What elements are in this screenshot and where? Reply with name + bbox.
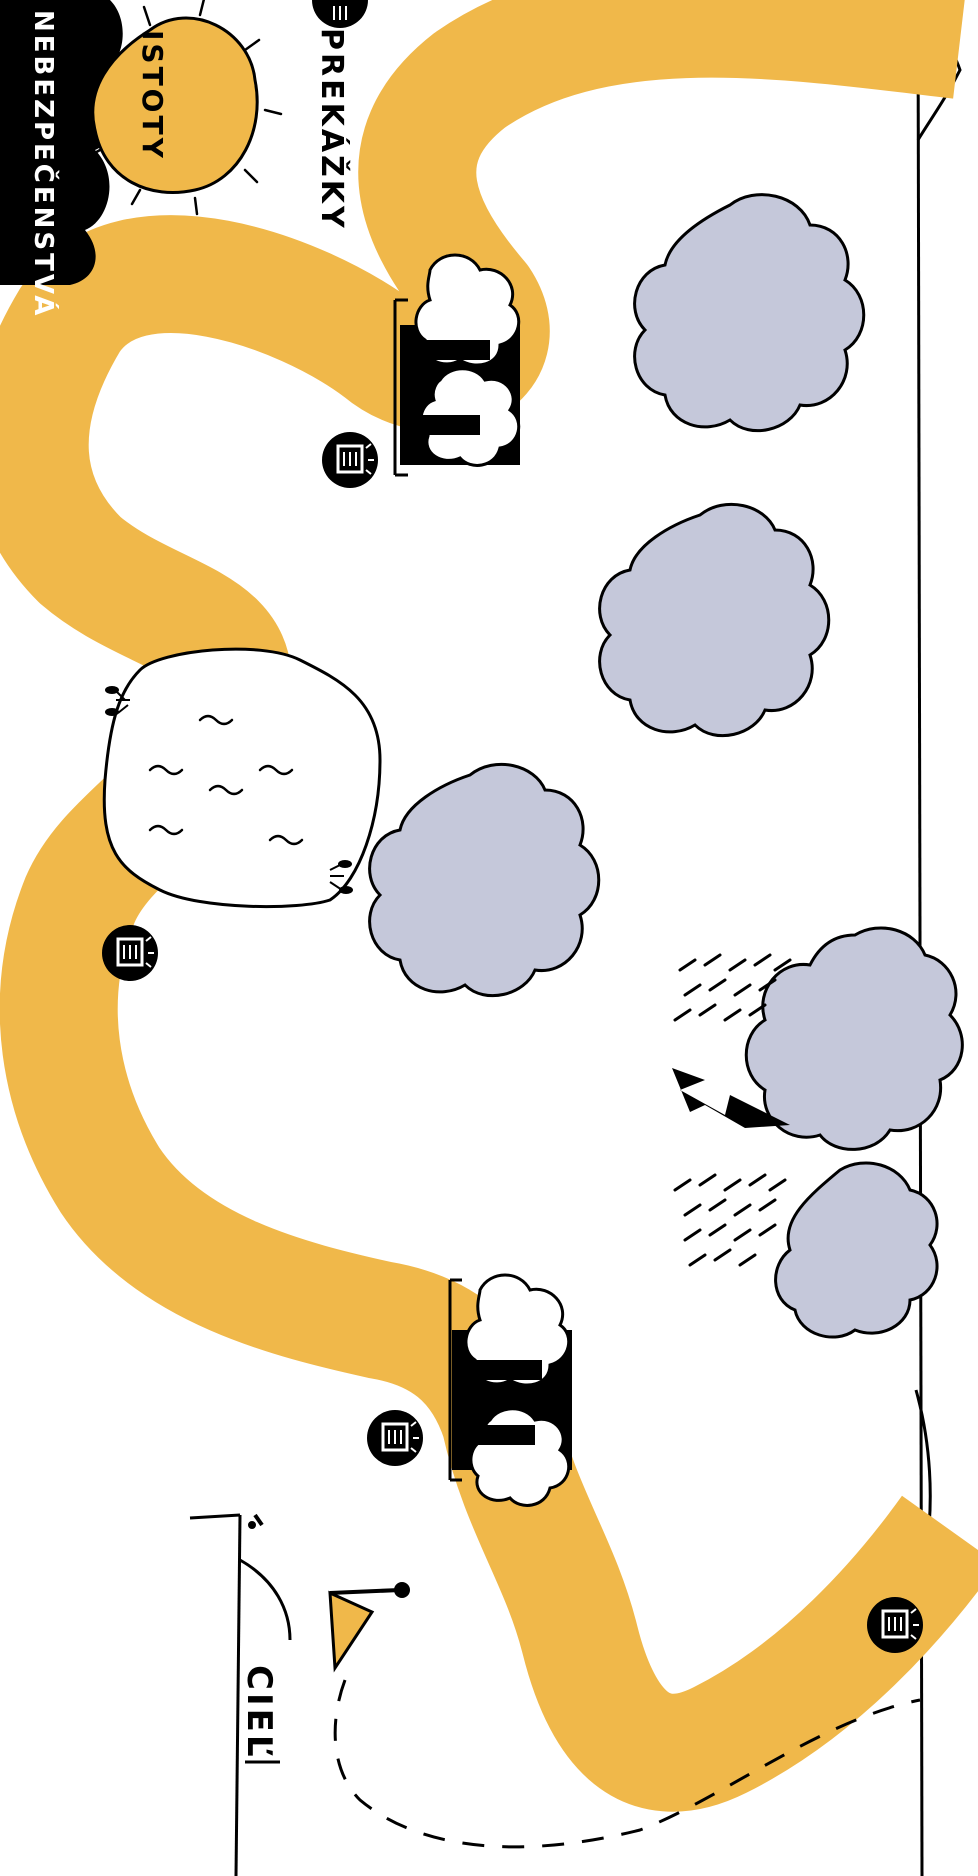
label-certainties: ISTOTY xyxy=(136,30,169,161)
lantern-icon xyxy=(867,1597,923,1653)
label-obstacles: PREKÁŽKY xyxy=(314,28,350,231)
lantern-icon xyxy=(367,1410,423,1466)
grey-cloud-2 xyxy=(600,504,829,735)
lantern-icon xyxy=(102,925,158,981)
grey-cloud-3 xyxy=(370,764,599,995)
flag-icon xyxy=(330,1582,410,1668)
grey-cloud-4 xyxy=(746,928,962,1149)
pond xyxy=(104,649,380,906)
lantern-icon xyxy=(312,0,368,28)
grey-cloud-5 xyxy=(776,1163,937,1337)
label-goal: CIEĽ xyxy=(239,1665,279,1760)
label-dangers: NEBEZPEČENSTVÁ xyxy=(28,10,60,318)
grey-cloud-1 xyxy=(635,195,864,431)
lantern-icon xyxy=(322,432,378,488)
